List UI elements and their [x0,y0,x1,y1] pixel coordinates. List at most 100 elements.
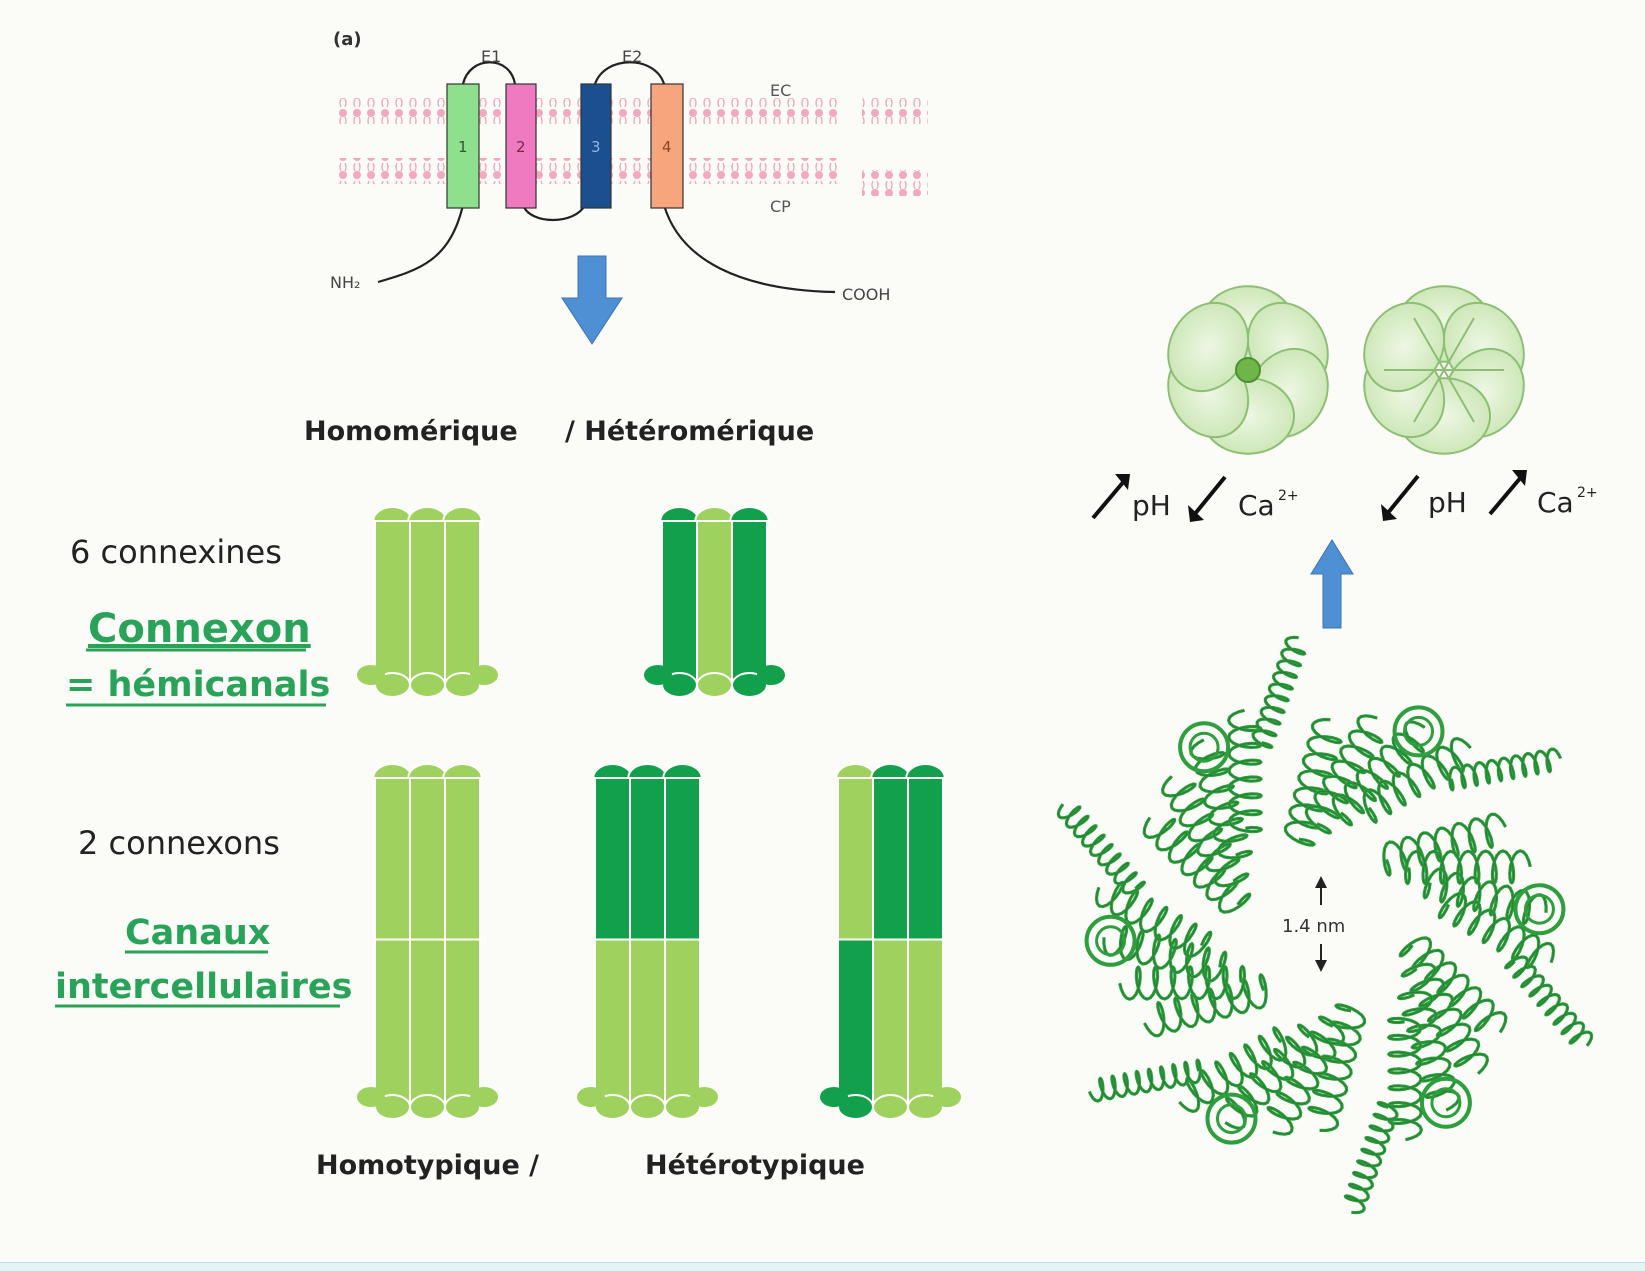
helix-end-on [1403,715,1435,747]
connexon-label: Connexon [88,606,311,652]
open-ca-superscript: 2+ [1278,488,1299,504]
helix-4 [650,83,684,209]
channel-cylinders [357,506,961,1120]
alpha-helix [1087,1058,1202,1103]
helix-end-on [1523,893,1555,925]
connexin-cylinder [594,938,631,1108]
alpha-helix-shade [1505,956,1593,1047]
connexin-cylinder [696,520,733,686]
homotypic-label: Homotypique / [316,1150,539,1181]
alpha-helix-shade [1178,1027,1287,1112]
loop-e1-label: E1 [481,47,501,66]
helix-3-number: 3 [591,138,601,156]
alpha-helix-shade [1057,803,1145,894]
connexin-protomer [1382,812,1594,1047]
closed-ca-superscript: 2+ [1577,485,1598,501]
closed-seam [1413,369,1445,423]
connexin-cylinder [444,777,481,941]
six-connexins-label: 6 connexines [70,533,282,571]
loop-intracellular [521,204,586,222]
alpha-helix [1448,747,1563,792]
helix-3 [580,83,612,209]
cylinder-flare [644,665,672,685]
cooh-terminus-label: COOH [842,285,890,304]
alpha-helix-shade [1228,709,1263,833]
tail-cooh [662,204,836,294]
connexin-cylinder [444,938,481,1108]
connexin-cylinder [629,938,666,1108]
connexin-cylinder [409,777,446,941]
cylinder-foot [696,672,733,698]
alpha-helix-shade [1162,775,1249,887]
connexin-cylinder [837,938,874,1108]
alpha-helix [1387,1016,1423,1142]
alpha-helix [1504,955,1594,1047]
cylinder-flare [577,1087,605,1107]
closed-ca-label: Ca [1537,486,1574,519]
connexin-cylinder [837,777,874,941]
connexin-protomer [1142,635,1307,914]
cylinder-flare [820,1087,848,1107]
loop-e2-label: E2 [622,47,642,66]
arrow-down-icon [561,255,623,345]
connexin-cylinder [374,938,411,1108]
connexin-protomer [1056,803,1268,1038]
connexin-cylinder [664,938,701,1108]
closed-ph-label: pH [1428,486,1467,519]
cylinder-foot [629,1094,666,1120]
connexon-crystal-structure [1056,635,1594,1215]
connexin-cylinder [872,777,909,941]
nh2-terminus-label: NH₂ [330,273,360,292]
connexin-cylinder [409,520,446,686]
alpha-helix-shade [1401,963,1488,1075]
arrow-down-left-icon [1385,474,1420,516]
arrow-head [1115,474,1130,490]
alpha-helix-shade [1103,925,1227,982]
closed-gating-conditions: pH Ca 2+ [1381,470,1598,521]
cylinder-flare [470,1087,498,1107]
bottom-border [0,1262,1645,1271]
helix-end-on [1215,1103,1247,1135]
homomeric-label: Homomérique [304,416,518,447]
cylinder-flare [757,665,785,685]
topology-diagram: (a) 1 2 3 4 E1 E2 EC CP NH₂ COOH [330,29,928,304]
connexin-cylinder [594,777,631,941]
helix-end-on [1095,925,1127,957]
loop-e2 [593,61,666,85]
heterotypic-channel-1 [577,763,718,1120]
helix-end-on [1430,1087,1462,1119]
cylinder-flare [357,665,385,685]
pore-diameter-label: 1.4 nm [1282,916,1345,937]
channel-pore [1267,867,1383,983]
cylinder-flare [933,1087,961,1107]
hemichannels-label: = hémicanals [66,665,330,705]
helix-4-number: 4 [662,138,672,156]
connexin-cylinder [409,938,446,1108]
helix-end-on [1188,731,1220,763]
helix-end-on [1084,914,1137,967]
alpha-helix-shade [1332,721,1426,826]
helix-end-on [1419,1076,1472,1129]
connexin-cylinder [374,777,411,941]
closed-seam [1413,317,1445,371]
arrow-up-icon [1310,539,1354,629]
channels-label-line1: Canaux [125,913,271,953]
helix-end-on [1178,721,1231,774]
membrane-fragment-outer [862,98,928,124]
alpha-helix-shade [1405,850,1531,885]
helix-2 [505,83,537,209]
cylinder-foot [409,1094,446,1120]
helix-end-on [1205,1092,1258,1145]
heteromeric-connexon [644,506,785,698]
two-connexons-label: 2 connexons [78,824,280,862]
connexin-cylinder [731,520,768,686]
channels-label-line2: intercellulaires [55,967,352,1007]
cylinder-flare [690,1087,718,1107]
heterotypic-label: Hétérotypique [645,1150,865,1181]
arrow-down-left-icon [1192,475,1227,517]
cylinder-foot [872,1094,909,1120]
closed-seam [1443,369,1475,423]
cylinder-flare [357,1087,385,1107]
loop-e1 [461,61,517,85]
alpha-helix-shade [1095,881,1212,958]
